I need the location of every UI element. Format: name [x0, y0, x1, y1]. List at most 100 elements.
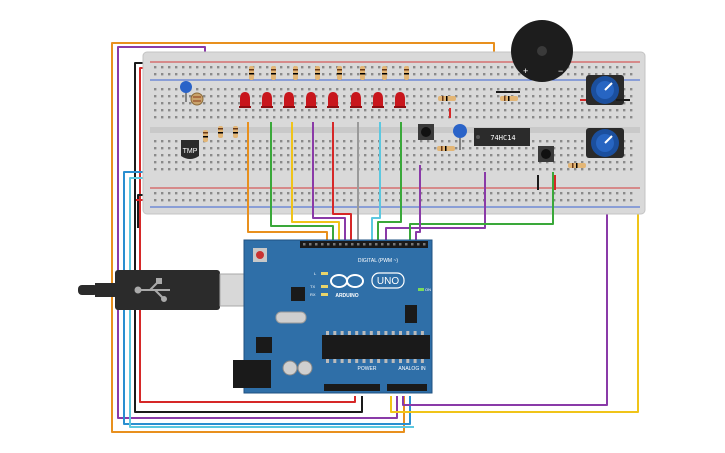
- breadboard-hole: [231, 88, 234, 91]
- breadboard-hole: [343, 116, 346, 119]
- voltage-regulator: [256, 337, 272, 353]
- breadboard-hole: [385, 192, 388, 195]
- wire-purple-pot[interactable]: [402, 160, 608, 406]
- breadboard-hole: [497, 147, 500, 150]
- breadboard-hole: [504, 109, 507, 112]
- breadboard-hole: [616, 199, 619, 202]
- breadboard-hole: [525, 154, 528, 157]
- wire-green-d12[interactable]: [270, 122, 334, 244]
- resistor-horizontal-3[interactable]: [437, 146, 455, 151]
- wire-purple-d10[interactable]: [312, 122, 346, 244]
- led-with-resistor[interactable]: [283, 66, 298, 108]
- resistor[interactable]: [218, 126, 223, 138]
- led-with-resistor[interactable]: [327, 66, 342, 108]
- breadboard-hole: [336, 168, 339, 171]
- resistor[interactable]: [203, 130, 208, 142]
- breadboard-hole: [455, 116, 458, 119]
- breadboard-hole: [273, 116, 276, 119]
- breadboard-hole: [602, 192, 605, 195]
- breadboard-hole: [315, 154, 318, 157]
- wire-orange-d13[interactable]: [247, 122, 328, 244]
- breadboard-hole: [238, 102, 241, 105]
- reset-button[interactable]: [253, 248, 267, 262]
- led-with-resistor[interactable]: [394, 66, 409, 108]
- breadboard-hole: [630, 147, 633, 150]
- wire-green-d2[interactable]: [409, 172, 554, 244]
- power-jack[interactable]: [233, 360, 271, 388]
- breadboard-hole: [161, 116, 164, 119]
- breadboard-hole: [350, 168, 353, 171]
- breadboard-hole: [462, 109, 465, 112]
- resistor[interactable]: [233, 126, 238, 138]
- wire-purple-outer[interactable]: [117, 46, 398, 419]
- breadboard-hole: [301, 154, 304, 157]
- usb-cable[interactable]: [78, 270, 269, 310]
- breadboard-hole: [273, 140, 276, 143]
- piezo-buzzer[interactable]: + −: [511, 20, 573, 82]
- breadboard-hole: [406, 161, 409, 164]
- breadboard-hole: [217, 161, 220, 164]
- breadboard-hole: [525, 161, 528, 164]
- push-button-2[interactable]: [538, 146, 554, 162]
- resistor-horizontal-1[interactable]: [438, 96, 456, 101]
- breadboard-hole: [238, 109, 241, 112]
- breadboard-hole: [441, 73, 444, 76]
- breadboard-hole: [574, 161, 577, 164]
- capacitor-left[interactable]: [180, 81, 192, 102]
- breadboard-hole: [378, 73, 381, 76]
- breadboard-hole: [609, 73, 612, 76]
- breadboard-hole: [602, 73, 605, 76]
- led-with-resistor[interactable]: [305, 66, 320, 108]
- breadboard-hole: [525, 147, 528, 150]
- wire-cyan-d7[interactable]: [371, 122, 381, 244]
- breadboard-hole: [350, 116, 353, 119]
- breadboard-hole: [294, 199, 297, 202]
- breadboard-hole: [518, 88, 521, 91]
- breadboard-hole: [532, 154, 535, 157]
- photoresistor[interactable]: [190, 92, 204, 106]
- breadboard-hole: [245, 140, 248, 143]
- led-l-label: L: [314, 271, 317, 276]
- breadboard-hole: [154, 102, 157, 105]
- breadboard-hole: [623, 88, 626, 91]
- temperature-sensor[interactable]: TMP: [181, 140, 199, 159]
- resistor-horizontal-4[interactable]: [568, 163, 586, 168]
- breadboard-hole: [343, 88, 346, 91]
- wire-purple-d5[interactable]: [385, 172, 486, 244]
- breadboard-hole: [231, 116, 234, 119]
- breadboard-hole: [196, 192, 199, 195]
- push-button-1[interactable]: [418, 124, 434, 140]
- wire-red-d9[interactable]: [332, 122, 352, 244]
- breadboard-hole: [511, 116, 514, 119]
- breadboard-hole: [490, 102, 493, 105]
- breadboard-hole: [476, 88, 479, 91]
- breadboard-hole: [301, 192, 304, 195]
- breadboard-hole: [413, 88, 416, 91]
- breadboard-hole: [371, 154, 374, 157]
- wire-purple-d1[interactable]: [415, 165, 421, 244]
- breadboard-hole: [364, 168, 367, 171]
- breadboard-hole: [280, 102, 283, 105]
- breadboard-hole: [175, 109, 178, 112]
- resistor-group-left: [203, 126, 238, 142]
- potentiometer-2[interactable]: [586, 128, 624, 158]
- potentiometer-1[interactable]: [586, 75, 624, 105]
- resistor-horizontal-2[interactable]: [500, 96, 518, 101]
- wire-green-d6[interactable]: [377, 122, 402, 244]
- breadboard-hole: [420, 168, 423, 171]
- arduino-uno[interactable]: DIGITAL (PWM ~) ARDUINO UNO L TX RX ON: [233, 239, 433, 394]
- chip-74hc14[interactable]: 74HC14: [474, 128, 530, 146]
- breadboard-hole: [427, 66, 430, 69]
- wire-yellow-d11[interactable]: [291, 122, 340, 244]
- led-with-resistor[interactable]: [372, 66, 387, 108]
- breadboard-hole: [623, 95, 626, 98]
- led-with-resistor[interactable]: [350, 66, 365, 108]
- breadboard-hole: [497, 73, 500, 76]
- capacitor-right[interactable]: [453, 124, 467, 150]
- led-with-resistor[interactable]: [239, 66, 254, 108]
- breadboard-hole: [301, 102, 304, 105]
- led-with-resistor[interactable]: [261, 66, 276, 108]
- breadboard-hole: [413, 147, 416, 150]
- breadboard-hole: [476, 66, 479, 69]
- breadboard-hole: [371, 147, 374, 150]
